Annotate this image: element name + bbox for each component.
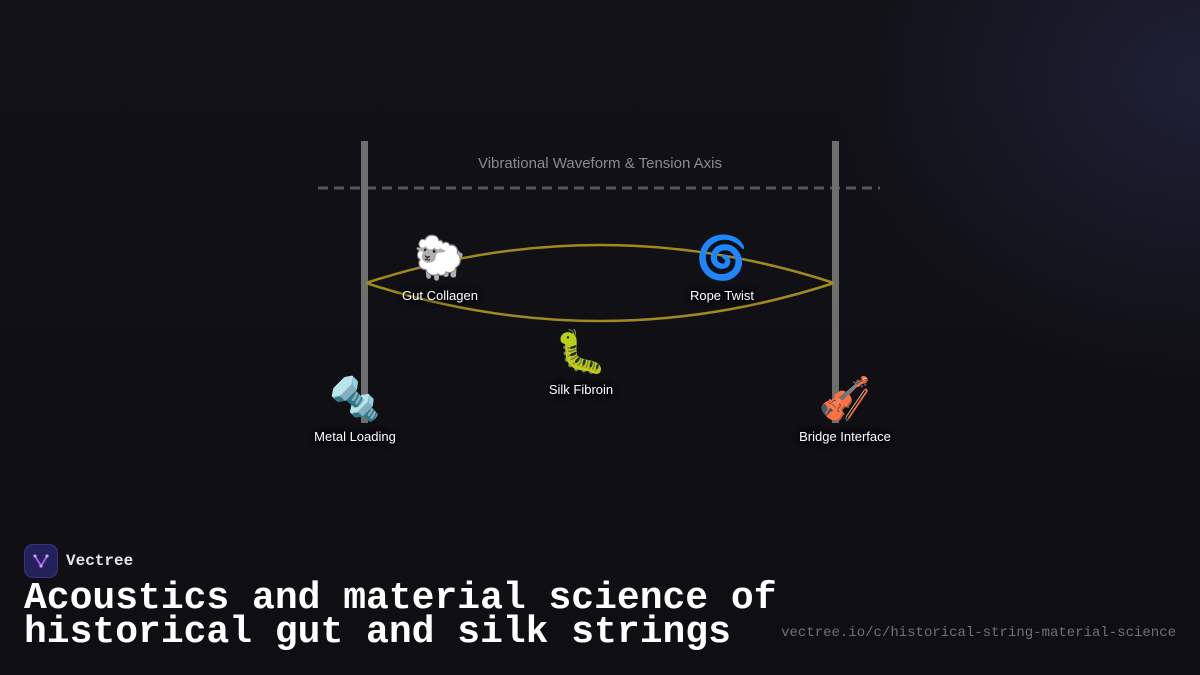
caterpillar-icon: 🐛 (554, 328, 608, 375)
right-post (832, 141, 839, 423)
page-title: Acoustics and material science of histor… (24, 577, 777, 654)
violin-icon: 🎻 (818, 375, 872, 422)
node-label: Silk Fibroin (548, 382, 614, 397)
node-silk-fibroin: 🐛 Silk Fibroin (549, 328, 613, 397)
node-label: Rope Twist (689, 288, 755, 303)
node-label: Metal Loading (314, 429, 396, 444)
node-gut-collagen: 🐑 Gut Collagen (402, 234, 478, 303)
source-url: vectree.io/c/historical-string-material-… (781, 625, 1176, 641)
node-metal-loading: 🔩 Metal Loading (314, 375, 396, 444)
nut-and-bolt-icon: 🔩 (328, 375, 382, 422)
node-label: Bridge Interface (799, 429, 891, 444)
brand-name: Vectree (66, 552, 134, 570)
brand: Vectree (24, 544, 133, 578)
cyclone-icon: 🌀 (695, 234, 749, 281)
left-post (361, 141, 368, 423)
node-rope-twist: 🌀 Rope Twist (690, 234, 754, 303)
axis-label: Vibrational Waveform & Tension Axis (477, 155, 723, 172)
vectree-logo-icon (24, 544, 58, 578)
node-bridge-interface: 🎻 Bridge Interface (799, 375, 891, 444)
string-wave-lower (365, 281, 835, 323)
sheep-icon: 🐑 (413, 234, 467, 281)
string-wave-upper (365, 243, 835, 285)
node-label: Gut Collagen (402, 288, 478, 303)
